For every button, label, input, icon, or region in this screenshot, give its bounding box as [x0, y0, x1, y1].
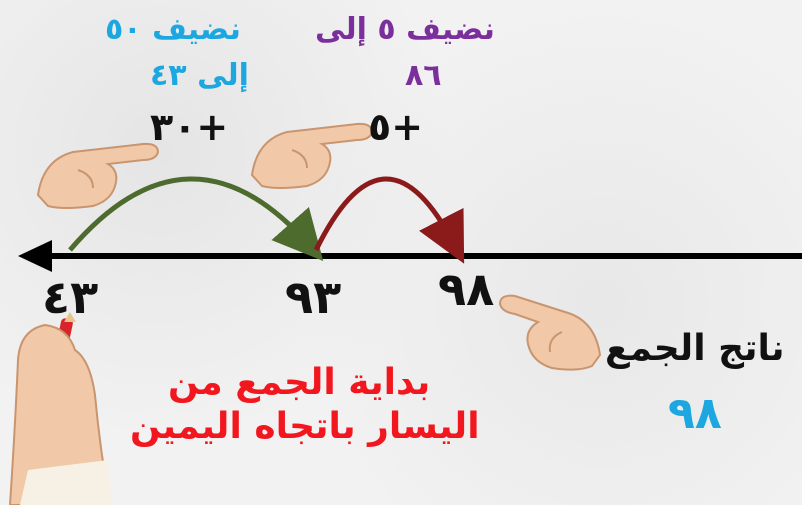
number-line-arrowhead [18, 240, 52, 272]
hand-holding-pen-icon [8, 312, 112, 505]
pointing-hand-icon [36, 142, 160, 209]
instruction-line2: اليسار باتجاه اليمين [130, 406, 480, 447]
number-98: ٩٨ [438, 262, 495, 316]
pointing-hand-icon [250, 122, 374, 189]
number-93: ٩٣ [285, 270, 342, 324]
result-label: ناتج الجمع [605, 328, 785, 369]
add-50-label-line1: نضيف ٥٠ [105, 12, 241, 47]
number-43: ٤٣ [42, 270, 99, 324]
jump-5-label: ٥+ [368, 105, 424, 149]
add-5-label-line1: نضيف ٥ إلى [315, 12, 495, 47]
jump-30-label: ٣٠+ [150, 105, 229, 149]
instruction-line1: بداية الجمع من [168, 362, 431, 403]
add-50-label-line2: إلى ٤٣ [150, 58, 249, 93]
add-5-label-line2: ٨٦ [405, 58, 442, 93]
pointing-hand-icon [498, 294, 602, 371]
jump-arc-5 [313, 176, 465, 264]
jump-arc-30 [68, 176, 324, 261]
result-value: ٩٨ [668, 388, 722, 439]
